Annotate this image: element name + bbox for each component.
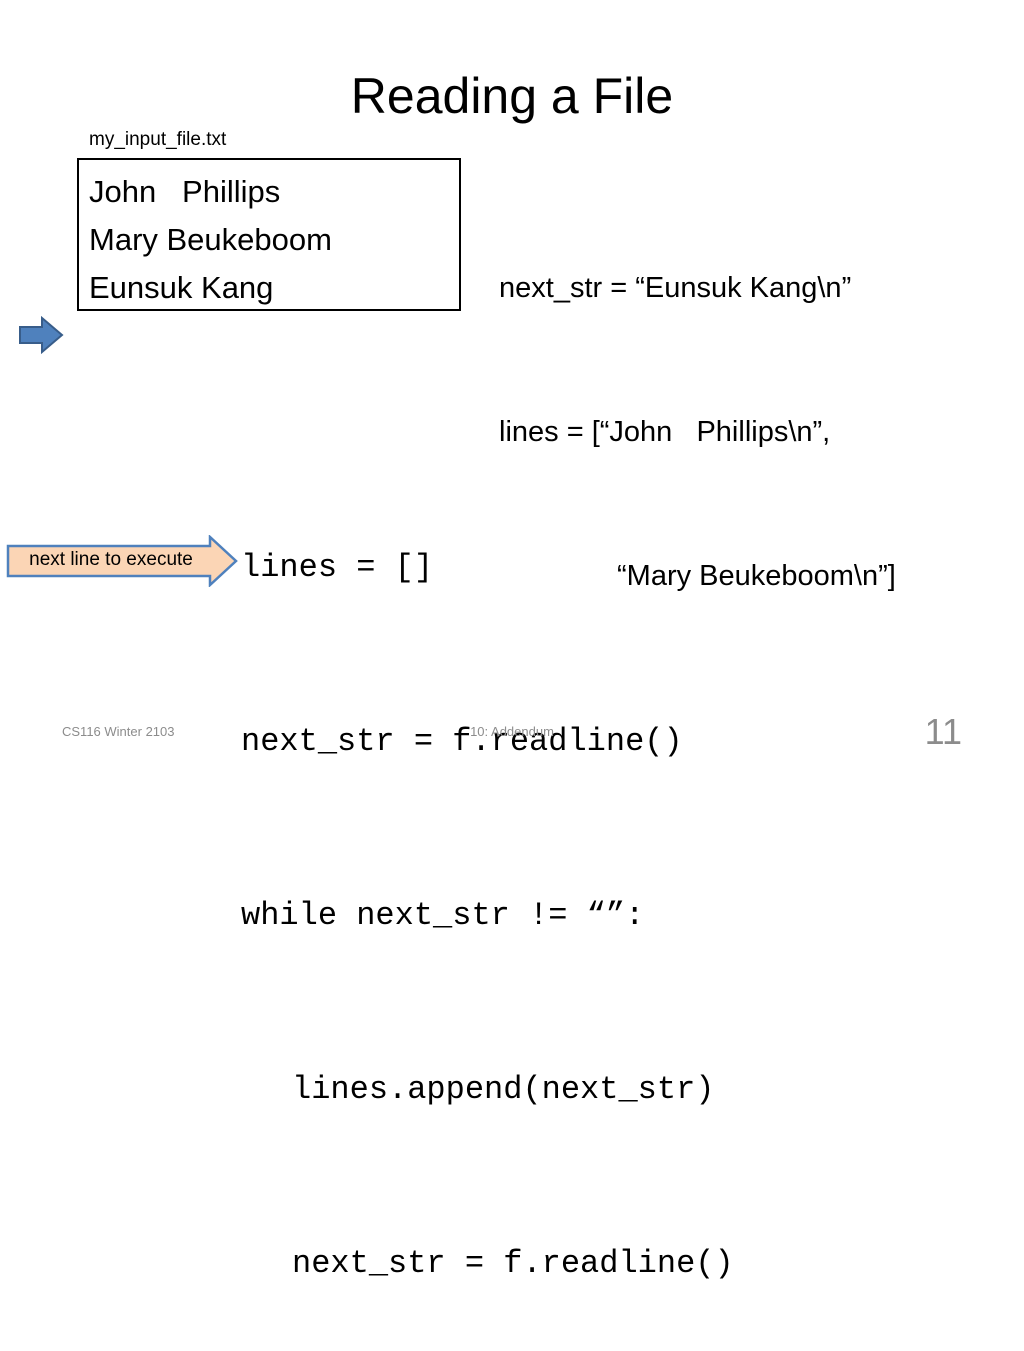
lines-value-second: “Mary Beukeboom\n”] [617, 560, 896, 592]
file-line-2: Mary Beukeboom [89, 222, 332, 257]
footer-course: CS116 Winter 2103 [62, 724, 175, 739]
next-str-value: next_str = “Eunsuk Kang\n” [499, 272, 852, 304]
code-line-3: while next_str != “”: [241, 897, 645, 934]
callout-arrow-icon [6, 535, 238, 587]
lines-value-first: lines = [“John Phillips\n”, [499, 416, 831, 448]
file-line-3: Eunsuk Kang [89, 270, 274, 305]
code-line-2: next_str = f.readline() [241, 723, 683, 760]
code-line-4: lines.append(next_str) [292, 1071, 715, 1108]
code-line-1: lines = [] [241, 549, 434, 586]
code-line-5: next_str = f.readline() [292, 1245, 734, 1282]
file-pointer-arrow [19, 316, 64, 354]
slide-title: Reading a File [350, 68, 674, 124]
right-arrow-icon [19, 316, 64, 354]
code-block: lines = [] next_str = f.readline() while… [241, 423, 734, 1351]
file-line-1: John Phillips [89, 174, 281, 209]
footer-topic: 10: Addendum [470, 724, 554, 739]
slide-number: 11 [924, 711, 962, 752]
file-contents-box: John Phillips Mary Beukeboom Eunsuk Kang [77, 158, 461, 311]
file-name-label: my_input_file.txt [89, 129, 227, 150]
next-line-label: next line to execute [29, 549, 193, 570]
exec-pointer-arrow [6, 535, 238, 587]
variable-state: next_str = “Eunsuk Kang\n” lines = [“Joh… [499, 168, 896, 648]
